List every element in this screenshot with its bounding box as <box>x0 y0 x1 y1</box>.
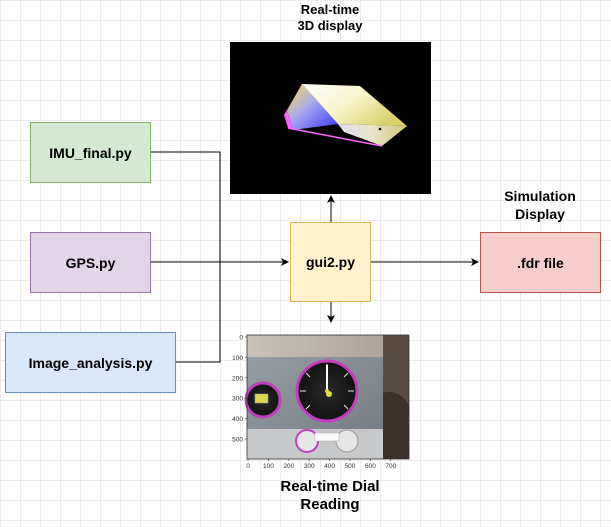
image-analysis-module-label: Image_analysis.py <box>28 354 153 371</box>
x-tick-label: 400 <box>324 463 335 470</box>
display-3d-caption: Real-time 3D display <box>260 2 400 33</box>
display-3d-caption-line2: 3D display <box>297 17 363 33</box>
simulation-caption-line1: Simulation <box>504 188 576 204</box>
y-tick-label: 500 <box>232 437 243 444</box>
dial-plot: 0 100 200 300 400 500 0 100 200 300 400 500 600 700 <box>223 333 413 475</box>
x-tick-label: 700 <box>385 463 396 470</box>
y-tick-label: 300 <box>232 396 243 403</box>
dial-caption-line1: Real-time Dial <box>280 478 380 495</box>
x-tick-label: 300 <box>304 463 315 470</box>
imu-connector <box>151 151 221 262</box>
dial-plot-axes: 0 100 200 300 400 500 0 100 200 300 400 500 600 700 <box>232 335 410 470</box>
wedge-marker-dot <box>378 127 382 131</box>
small-dial-icon <box>295 429 319 453</box>
image-analysis-connector <box>176 262 221 363</box>
display-3d-caption-line1: Real-time <box>300 2 360 17</box>
y-tick-label: 400 <box>232 416 243 423</box>
gps-module-box[interactable]: GPS.py <box>30 232 151 293</box>
fdr-file-box[interactable]: .fdr file <box>480 232 601 293</box>
gui-module-label: gui2.py <box>305 254 355 270</box>
y-tick-label: 100 <box>232 355 243 362</box>
y-tick-label: 200 <box>232 375 243 382</box>
imu-module-box[interactable]: IMU_final.py <box>30 122 151 183</box>
dial-caption: Real-time Dial Reading <box>240 478 420 514</box>
wedge-bottom-edge <box>287 127 383 147</box>
x-tick-label: 600 <box>365 463 376 470</box>
wedge-top-face <box>302 84 407 126</box>
gps-module-label: GPS.py <box>65 254 116 271</box>
wedge-pink-edge <box>284 110 293 130</box>
x-tick-label: 500 <box>345 463 356 470</box>
x-tick-label: 200 <box>283 463 294 470</box>
image-analysis-module-box[interactable]: Image_analysis.py <box>5 332 176 393</box>
fdr-file-label: .fdr file <box>517 254 564 271</box>
y-tick-label: 0 <box>239 335 243 342</box>
wedge-left-face <box>287 84 338 130</box>
simulation-caption-line2: Display <box>515 206 565 223</box>
wedge-front-face <box>338 124 407 146</box>
x-tick-label: 100 <box>263 463 274 470</box>
dial-caption-line2: Reading <box>300 496 360 513</box>
display-3d-image <box>230 42 431 194</box>
dial-plot-y-ticks: 0 100 200 300 400 500 <box>232 335 247 444</box>
imu-module-label: IMU_final.py <box>49 144 132 161</box>
dial-plot-x-ticks: 0 100 200 300 400 500 600 700 <box>246 459 397 470</box>
x-tick-label: 0 <box>246 463 250 470</box>
cockpit-photo <box>244 335 409 459</box>
simulation-caption: Simulation Display <box>470 187 610 223</box>
gui-module-box[interactable]: gui2.py <box>290 222 371 302</box>
